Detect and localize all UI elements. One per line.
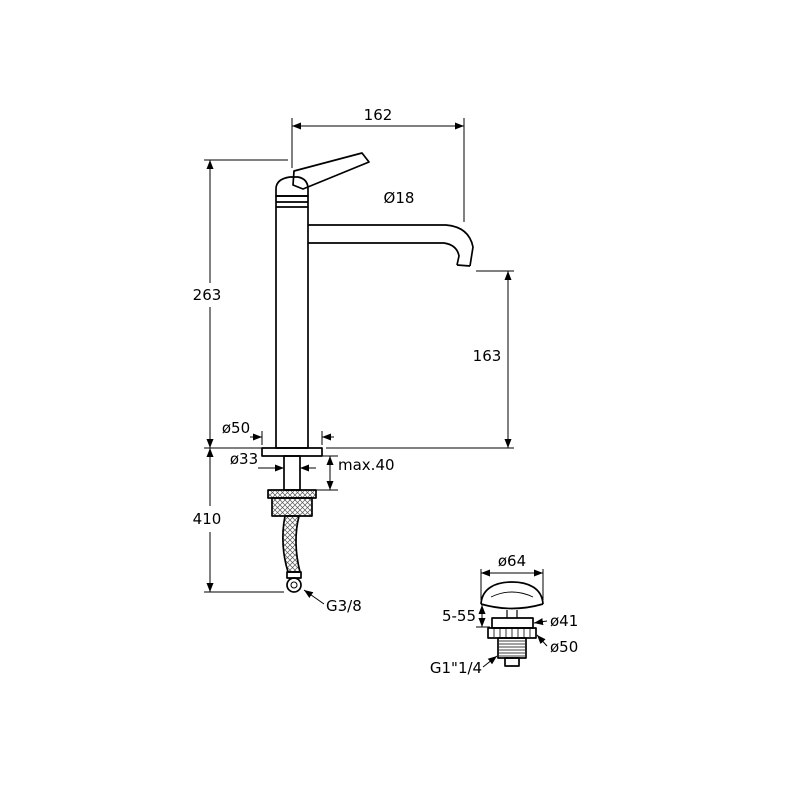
hose-end-nut (286, 577, 302, 593)
drain-cap-dome (480, 581, 544, 605)
hose-end-nut-inner (290, 581, 298, 589)
dim-label-cap-diameter: ø64 (498, 552, 526, 570)
drain-thread-lines (499, 640, 525, 657)
drain-cap-highlight (490, 591, 534, 598)
spout-inner-edge (308, 242, 460, 266)
dim-label-base-diameter: ø50 (222, 419, 250, 437)
dim-label-spout-diameter: Ø18 (384, 189, 415, 207)
leader-drain-thread (482, 655, 498, 668)
dim-label-spout-height: 163 (473, 347, 502, 365)
dim-label-deck-thickness: max.40 (338, 456, 395, 474)
supply-hose (282, 515, 301, 573)
dim-label-shank-diameter: ø33 (230, 450, 258, 468)
dim-label-hose-length: 410 (193, 510, 222, 528)
hose-connector (286, 571, 302, 579)
faucet-outline (261, 152, 474, 593)
dim-label-spout-reach: 162 (364, 106, 393, 124)
base-flange (261, 447, 323, 457)
mounting-washer (267, 489, 317, 499)
drain-cap-underside (480, 603, 544, 610)
leader-inlet-thread (303, 589, 325, 605)
dimension-lines (204, 118, 548, 668)
drain-flange-hatch (493, 629, 531, 637)
leader-drain-body-dia (533, 618, 548, 626)
dim-label-drain-thread: G1"1/4 (430, 659, 482, 677)
dim-label-inlet-thread: G3/8 (326, 597, 362, 615)
drain-upper-body (491, 617, 534, 629)
dimension-labels: 162 Ø18 263 163 ø50 ø33 max.40 410 G3/8 … (193, 106, 579, 677)
dim-label-adjust-range: 5-55 (442, 607, 476, 625)
drain-outline (480, 581, 544, 667)
faucet-body (275, 195, 309, 449)
leader-drain-flange-dia (536, 634, 548, 647)
dim-label-body-height: 263 (193, 286, 222, 304)
handle-lever (292, 152, 370, 190)
dim-label-drain-flange-diameter: ø50 (550, 638, 578, 656)
spout-outer-edge (308, 224, 474, 267)
mounting-shank (283, 455, 301, 491)
dim-label-drain-body-diameter: ø41 (550, 612, 578, 630)
spout-outlet (456, 264, 471, 267)
drain-bottom-tail (504, 657, 520, 667)
mounting-nut (271, 497, 313, 517)
handle-hub (275, 176, 309, 197)
